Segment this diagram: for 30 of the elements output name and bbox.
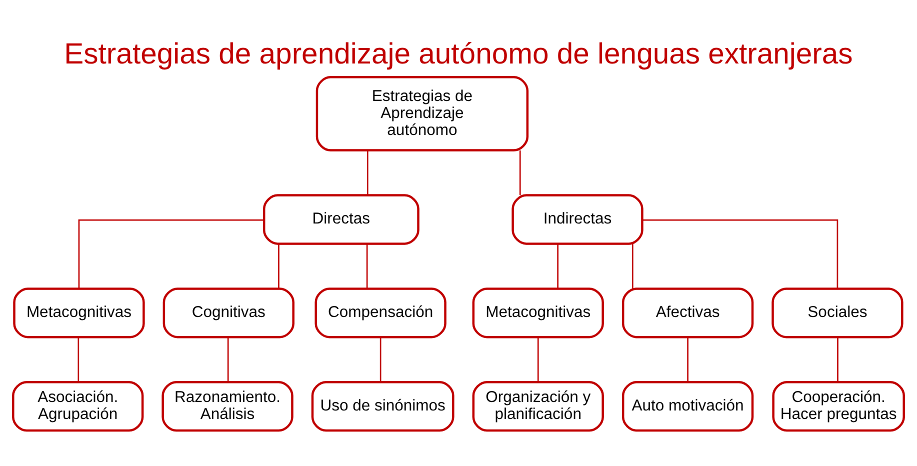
node-box: Directas [262, 194, 420, 245]
node-box: Asociación. Agrupación [12, 380, 144, 432]
connector [837, 337, 838, 382]
connector [380, 337, 382, 382]
node-box: Compensación [314, 288, 446, 338]
node-box: Afectivas [622, 288, 754, 338]
node-box: Metacognitivas [13, 288, 145, 338]
node-box: Cognitivas [162, 288, 294, 338]
connector [557, 244, 558, 289]
connector [687, 337, 688, 382]
node-box: Sociales [772, 288, 904, 338]
node-box: Estrategias de Aprendizaje autónomo [316, 76, 529, 152]
connector [278, 244, 280, 289]
connector [78, 219, 264, 288]
node-box: Organización y planificación [472, 380, 604, 432]
connector [632, 244, 634, 289]
connector [642, 219, 838, 288]
node-box: Metacognitivas [472, 288, 604, 338]
node-box: Cooperación. Hacer preguntas [772, 380, 905, 432]
connector [537, 337, 539, 382]
connector [78, 337, 80, 382]
connector [366, 150, 368, 196]
connector [227, 337, 229, 382]
node-box: Uso de sinónimos [311, 380, 454, 432]
connector [366, 244, 368, 289]
node-box: Auto motivación [622, 380, 754, 432]
node-box: Indirectas [512, 194, 644, 245]
node-box: Razonamiento. Análisis [162, 380, 294, 432]
connector [519, 150, 521, 196]
diagram-title: Estrategias de aprendizaje autónomo de lenguas extranjeras [64, 38, 853, 70]
